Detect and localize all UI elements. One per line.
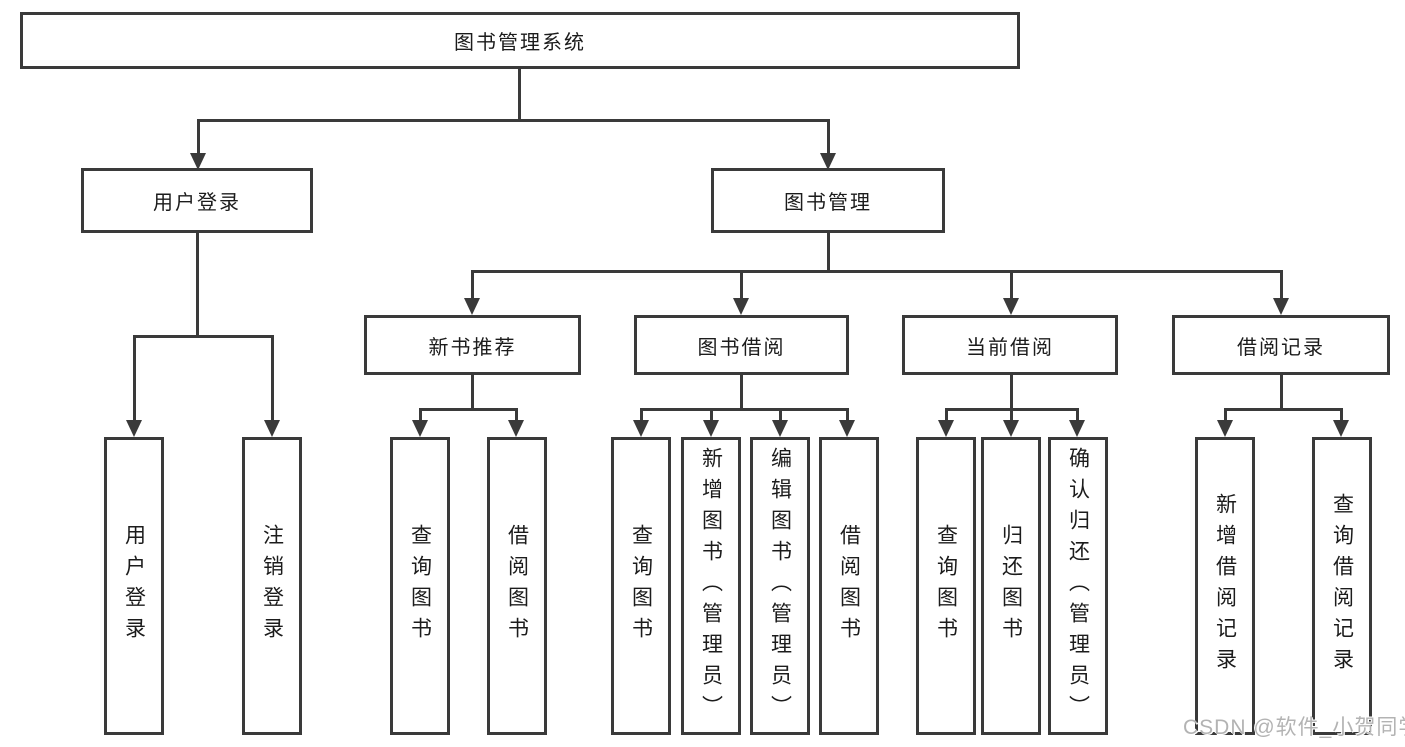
node-label: 用户登录: [153, 192, 241, 214]
node-current-borrowing: 当前借阅: [902, 315, 1118, 375]
leaf-query-books: 查询图书: [390, 437, 450, 735]
connector-line: [133, 335, 136, 422]
leaf-label: 借阅图书: [505, 524, 529, 648]
arrowhead-down-icon: [703, 420, 719, 437]
leaf-label: 查询借阅记录: [1330, 493, 1354, 679]
leaf-confirm-return-admin: 确认归还（管理员）: [1048, 437, 1108, 735]
csdn-watermark: CSDN @软件_小贺同学: [1183, 716, 1405, 739]
arrowhead-down-icon: [1003, 298, 1019, 315]
leaf-return-books: 归还图书: [981, 437, 1041, 735]
leaf-add-books-admin: 新增图书（管理员）: [681, 437, 741, 735]
leaf-label: 确认归还（管理员）: [1066, 446, 1090, 726]
arrowhead-down-icon: [1069, 420, 1085, 437]
leaf-label: 查询图书: [934, 524, 958, 648]
node-label: 图书管理: [784, 192, 872, 214]
leaf-add-borrow-record: 新增借阅记录: [1195, 437, 1255, 735]
leaf-query-books: 查询图书: [611, 437, 671, 735]
connector-line: [779, 408, 782, 422]
arrowhead-down-icon: [1217, 420, 1233, 437]
leaf-label: 新增借阅记录: [1213, 493, 1237, 679]
arrowhead-down-icon: [733, 298, 749, 315]
connector-line: [827, 233, 830, 270]
arrowhead-down-icon: [1333, 420, 1349, 437]
connector-line: [1076, 408, 1079, 422]
connector-line: [196, 233, 199, 335]
leaf-query-books: 查询图书: [916, 437, 976, 735]
node-label: 借阅记录: [1237, 336, 1325, 359]
leaf-label: 注销登录: [260, 524, 284, 648]
connector-line: [1010, 408, 1013, 422]
leaf-label: 归还图书: [999, 524, 1023, 648]
leaf-label: 查询图书: [629, 524, 653, 648]
connector-line: [1224, 408, 1227, 422]
arrowhead-down-icon: [264, 420, 280, 437]
connector-line: [1280, 375, 1283, 408]
connector-line: [419, 408, 518, 411]
node-new-book-recommendation: 新书推荐: [364, 315, 581, 375]
arrowhead-down-icon: [126, 420, 142, 437]
connector-line: [1010, 270, 1013, 300]
arrowhead-down-icon: [839, 420, 855, 437]
node-user-login: 用户登录: [81, 168, 313, 233]
arrowhead-down-icon: [938, 420, 954, 437]
node-label: 当前借阅: [966, 336, 1054, 359]
connector-line: [419, 408, 422, 422]
connector-line: [827, 119, 830, 155]
connector-line: [945, 408, 948, 422]
connector-line: [846, 408, 849, 422]
node-book-borrowing: 图书借阅: [634, 315, 849, 375]
connector-line: [740, 375, 743, 408]
connector-line: [471, 270, 1283, 273]
connector-line: [133, 335, 274, 338]
leaf-label: 用户登录: [122, 524, 146, 648]
connector-line: [518, 69, 521, 119]
arrowhead-down-icon: [464, 298, 480, 315]
connector-line: [471, 270, 474, 300]
leaf-edit-books-admin: 编辑图书（管理员）: [750, 437, 810, 735]
arrowhead-down-icon: [1003, 420, 1019, 437]
leaf-label: 查询图书: [408, 524, 432, 648]
node-label: 图书借阅: [697, 336, 786, 359]
connector-line: [1224, 408, 1342, 411]
connector-line: [271, 335, 274, 422]
leaf-label: 编辑图书（管理员）: [768, 446, 792, 726]
connector-line: [1010, 375, 1013, 408]
node-borrowing-records: 借阅记录: [1172, 315, 1390, 375]
connector-line: [197, 119, 830, 122]
connector-line: [640, 408, 643, 422]
leaf-label: 借阅图书: [837, 524, 861, 648]
arrowhead-down-icon: [1273, 298, 1289, 315]
arrowhead-down-icon: [820, 153, 836, 170]
leaf-user-login: 用户登录: [104, 437, 164, 735]
node-book-management: 图书管理: [711, 168, 945, 233]
arrowhead-down-icon: [190, 153, 206, 170]
connector-line: [1340, 408, 1343, 422]
arrowhead-down-icon: [772, 420, 788, 437]
node-label: 图书管理系统: [454, 32, 586, 54]
leaf-query-borrow-record: 查询借阅记录: [1312, 437, 1372, 735]
connector-line: [640, 408, 849, 411]
connector-line: [197, 119, 200, 155]
arrowhead-down-icon: [508, 420, 524, 437]
leaf-logout: 注销登录: [242, 437, 302, 735]
arrowhead-down-icon: [633, 420, 649, 437]
arrowhead-down-icon: [412, 420, 428, 437]
leaf-borrow-books: 借阅图书: [819, 437, 879, 735]
leaf-borrow-books: 借阅图书: [487, 437, 547, 735]
connector-line: [710, 408, 713, 422]
connector-line: [471, 375, 474, 408]
leaf-label: 新增图书（管理员）: [699, 446, 723, 726]
connector-line: [740, 270, 743, 300]
node-label: 新书推荐: [428, 336, 517, 359]
connector-line: [515, 408, 518, 422]
node-library-system: 图书管理系统: [20, 12, 1020, 69]
connector-line: [1280, 270, 1283, 300]
